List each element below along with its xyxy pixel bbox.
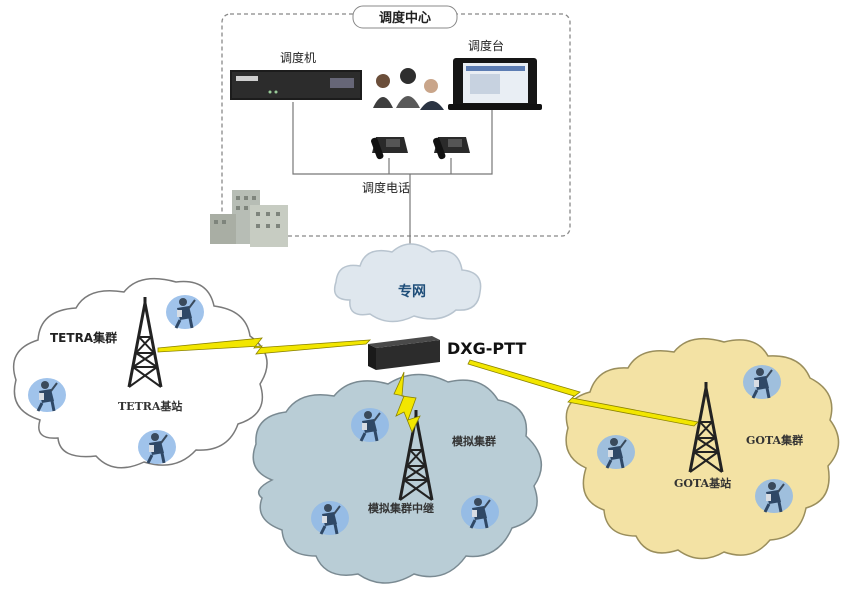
analog-person-icon xyxy=(459,493,501,531)
console-label: 调度台 xyxy=(468,38,504,53)
gota-station-label: GOTA基站 xyxy=(674,476,731,490)
dispatcher-server-icon xyxy=(230,70,362,100)
tetra-person-icon xyxy=(136,428,178,466)
tetra-lightning-link xyxy=(157,337,372,355)
gateway-device-icon xyxy=(368,336,440,370)
gateway-label: DXG-PTT xyxy=(447,339,526,358)
dispatch-connection-lines xyxy=(292,102,493,258)
analog-lightning-link xyxy=(393,371,421,433)
gota-person-icon xyxy=(595,433,637,471)
building-icon xyxy=(210,190,288,247)
gota-person-icon xyxy=(741,363,783,401)
dispatch-phone-icon xyxy=(370,136,470,160)
analog-person-icon xyxy=(349,406,391,444)
gota-person-icon xyxy=(753,477,795,515)
private-network-label: 专网 xyxy=(398,283,426,300)
tetra-station-label: TETRA基站 xyxy=(118,399,182,413)
analog-cluster-label: 模拟集群 xyxy=(452,434,496,448)
tetra-cluster-label: TETRA集群 xyxy=(50,330,117,345)
analog-repeater-label: 模拟集群中继 xyxy=(368,501,434,515)
dispatch-operators-icon xyxy=(373,68,444,110)
dispatch-phone-label: 调度电话 xyxy=(362,180,410,195)
dispatch-console-icon xyxy=(448,58,542,110)
private-network-cloud xyxy=(333,243,482,323)
analog-person-icon xyxy=(309,499,351,537)
gota-lightning-link xyxy=(467,359,699,427)
gota-cluster-label: GOTA集群 xyxy=(746,433,803,447)
dispatcher-label: 调度机 xyxy=(280,50,316,65)
tetra-person-icon xyxy=(164,293,206,331)
dispatch-center-title: 调度中心 xyxy=(379,10,431,26)
analog-cloud xyxy=(252,373,543,584)
dispatch-center-frame xyxy=(221,13,571,237)
tetra-person-icon xyxy=(26,376,68,414)
lightning-links xyxy=(157,337,699,433)
